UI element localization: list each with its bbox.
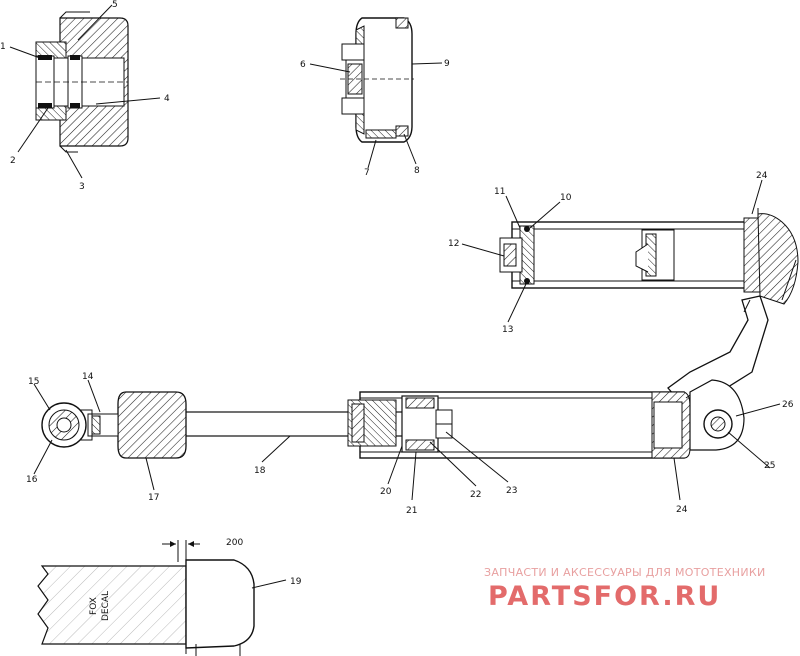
label-24-top: 24 (756, 171, 768, 181)
label-17: 17 (148, 493, 159, 503)
label-1: 1 (0, 42, 6, 52)
label-24-bottom: 24 (676, 505, 688, 515)
label-4: 4 (164, 94, 170, 104)
label-11: 11 (494, 187, 505, 197)
label-2: 2 (10, 156, 16, 166)
label-15: 15 (28, 377, 39, 387)
watermark: ЗАПЧАСТИ И АКСЕССУАРЫ ДЛЯ МОТОТЕХНИКИ PA… (484, 566, 766, 612)
seal-head-detail (35, 11, 129, 153)
bottom-out-bumper (117, 391, 187, 459)
leader-lines (9, 4, 781, 589)
piston-detail (340, 17, 414, 143)
label-14: 14 (82, 372, 94, 382)
reservoir-assembly (499, 208, 799, 305)
decal-detail: FOX DECAL 200 (37, 538, 255, 656)
reservoir-hose (667, 259, 797, 403)
label-5: 5 (112, 0, 118, 10)
decal-text-1: FOX (89, 597, 99, 615)
label-26: 26 (782, 400, 794, 410)
label-12: 12 (448, 239, 459, 249)
label-7: 7 (364, 168, 370, 178)
decal-text-2: DECAL (101, 591, 111, 621)
label-10: 10 (560, 193, 572, 203)
label-21: 21 (406, 506, 417, 516)
label-18: 18 (254, 466, 266, 476)
label-8: 8 (414, 166, 420, 176)
label-20: 20 (380, 487, 392, 497)
dimension-label: 200 (226, 538, 243, 548)
shaft-assembly (119, 395, 453, 453)
label-13: 13 (502, 325, 513, 335)
label-19: 19 (290, 577, 302, 587)
label-9: 9 (444, 59, 450, 69)
label-23: 23 (506, 486, 517, 496)
lower-eyelet (41, 402, 119, 448)
label-6: 6 (300, 60, 306, 70)
label-25: 25 (764, 461, 775, 471)
part-labels: 1 2 3 4 5 6 7 8 9 10 11 12 13 14 15 16 1… (0, 0, 794, 587)
label-22: 22 (470, 490, 481, 500)
label-16: 16 (26, 475, 38, 485)
watermark-tagline: ЗАПЧАСТИ И АКСЕССУАРЫ ДЛЯ МОТОТЕХНИКИ (484, 566, 766, 579)
watermark-logo: PARTSFOR.RU (488, 581, 721, 612)
label-3: 3 (79, 182, 85, 192)
